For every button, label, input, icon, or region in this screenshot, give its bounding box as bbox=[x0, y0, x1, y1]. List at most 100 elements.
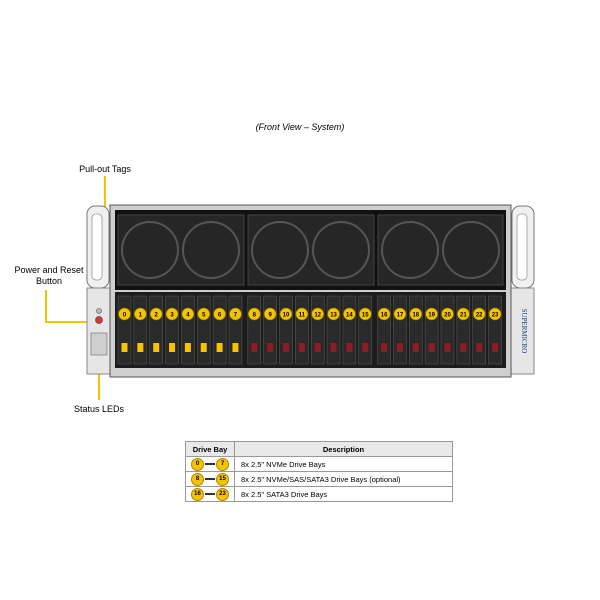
fan-module-1 bbox=[117, 214, 245, 286]
left-handle-grip bbox=[91, 213, 103, 281]
legend-description: 8x 2.5" NVMe/SAS/SATA3 Drive Bays (optio… bbox=[234, 471, 453, 487]
drive-bay-latch[interactable] bbox=[381, 343, 388, 352]
drive-bay-number: 0 bbox=[123, 313, 127, 319]
drive-bay[interactable] bbox=[424, 295, 439, 365]
drive-bay-latch[interactable] bbox=[298, 343, 305, 352]
drive-bay-number-badge bbox=[377, 307, 391, 321]
drive-bay-latch[interactable] bbox=[396, 343, 403, 352]
pullout-callout-vertical bbox=[104, 176, 106, 236]
drive-bay[interactable] bbox=[440, 295, 455, 365]
drive-bay-number: 9 bbox=[268, 313, 272, 319]
drive-bay-latch[interactable] bbox=[444, 343, 451, 352]
legend-description: 8x 2.5" NVMe Drive Bays bbox=[234, 456, 453, 472]
fan-2b-icon bbox=[312, 221, 370, 279]
drive-bay-number: 23 bbox=[492, 313, 499, 319]
drive-bay-number: 19 bbox=[428, 313, 435, 319]
drive-bay[interactable] bbox=[133, 295, 148, 365]
drive-bay-latch[interactable] bbox=[232, 343, 239, 352]
legend-description: 8x 2.5" SATA3 Drive Bays bbox=[234, 486, 453, 502]
drive-bay[interactable] bbox=[263, 295, 277, 365]
drive-bay[interactable] bbox=[358, 295, 373, 365]
drive-bay[interactable] bbox=[393, 295, 407, 365]
drive-bay-number-badge bbox=[472, 307, 486, 321]
drive-bay[interactable] bbox=[228, 295, 243, 365]
power-reset-label-line2: Button bbox=[35, 276, 63, 286]
drive-bay-number: 5 bbox=[202, 313, 206, 319]
drive-bay-number: 1 bbox=[139, 313, 143, 319]
drive-bay-latch[interactable] bbox=[428, 343, 435, 352]
legend-header-bay: Drive Bay bbox=[185, 441, 235, 457]
drive-bay-number: 4 bbox=[186, 313, 190, 319]
drive-bay[interactable] bbox=[326, 295, 341, 365]
drive-bay-latch[interactable] bbox=[121, 343, 128, 352]
drive-bay-latch[interactable] bbox=[283, 343, 289, 352]
drive-bay-latch[interactable] bbox=[137, 343, 144, 352]
drive-bay[interactable] bbox=[149, 295, 163, 365]
fan-2a-icon bbox=[251, 221, 309, 279]
fan-3a-icon bbox=[381, 221, 439, 279]
bay-badge: 16 bbox=[191, 487, 204, 501]
drive-bay-latch[interactable] bbox=[412, 343, 419, 352]
drive-bay-number: 8 bbox=[253, 313, 257, 319]
drive-bay-latch[interactable] bbox=[267, 343, 274, 352]
drive-bay-number-badge bbox=[457, 307, 470, 321]
drive-bay-latch[interactable] bbox=[492, 343, 499, 352]
drive-bay-latch[interactable] bbox=[330, 343, 337, 352]
drive-bay-latch[interactable] bbox=[153, 343, 160, 352]
power-reset-label-line1: Power and Reset bbox=[14, 265, 84, 275]
drive-bay[interactable] bbox=[295, 295, 309, 365]
drive-bay-number: 22 bbox=[476, 313, 483, 319]
reset-button[interactable] bbox=[96, 308, 102, 314]
drive-bay-latch[interactable] bbox=[169, 343, 176, 352]
drive-bay[interactable] bbox=[181, 295, 195, 365]
drive-bay-number-badge bbox=[425, 307, 438, 321]
drive-bay-latch[interactable] bbox=[251, 343, 258, 352]
drive-bay-number: 11 bbox=[299, 313, 306, 319]
drive-bay-number-badge bbox=[263, 307, 277, 321]
drive-bay[interactable] bbox=[247, 295, 262, 365]
power-button[interactable] bbox=[95, 316, 103, 324]
drive-bay-number: 3 bbox=[170, 313, 174, 319]
fan-module-2 bbox=[247, 214, 375, 286]
brand-logo: SUPERMICRO bbox=[520, 309, 528, 354]
drive-bay[interactable] bbox=[196, 295, 211, 365]
drive-bay-number: 18 bbox=[412, 313, 419, 319]
drive-bay[interactable] bbox=[377, 295, 391, 365]
drive-bay-number-badge bbox=[343, 307, 356, 321]
drive-bay-latch[interactable] bbox=[476, 343, 483, 352]
drive-bay[interactable] bbox=[488, 295, 502, 365]
drive-bay-number-badge bbox=[197, 307, 211, 321]
drive-bay-number-badge bbox=[295, 307, 309, 321]
bay-badge: 7 bbox=[216, 457, 229, 471]
drive-bay[interactable] bbox=[212, 295, 227, 365]
drive-bay-latch[interactable] bbox=[460, 343, 467, 352]
drive-bay[interactable] bbox=[279, 295, 293, 365]
drive-bay-latch[interactable] bbox=[216, 343, 223, 352]
drive-bay-latch[interactable] bbox=[346, 343, 353, 352]
drive-bay[interactable] bbox=[472, 295, 487, 365]
drive-bay-number: 12 bbox=[314, 313, 321, 319]
drive-bay[interactable] bbox=[408, 295, 423, 365]
drive-bay[interactable] bbox=[456, 295, 471, 365]
drive-bay-number-badge bbox=[393, 307, 407, 321]
drive-bay-number: 7 bbox=[234, 313, 238, 319]
drive-bay[interactable] bbox=[165, 295, 179, 365]
drive-bay-latch[interactable] bbox=[362, 343, 369, 352]
drive-bay-number-badge bbox=[181, 307, 195, 321]
drive-bay-latch[interactable] bbox=[314, 343, 321, 352]
drive-bay[interactable] bbox=[310, 295, 325, 365]
drive-bay[interactable] bbox=[117, 295, 132, 365]
drive-bay-number-badge bbox=[279, 307, 293, 321]
drive-bay-number-badge bbox=[409, 307, 423, 321]
power-callout-horizontal bbox=[45, 321, 93, 323]
drive-bay-number-badge bbox=[118, 307, 131, 321]
drive-bay-latch[interactable] bbox=[200, 343, 207, 352]
drive-bay[interactable] bbox=[342, 295, 357, 365]
drive-bay-latch[interactable] bbox=[184, 343, 191, 352]
